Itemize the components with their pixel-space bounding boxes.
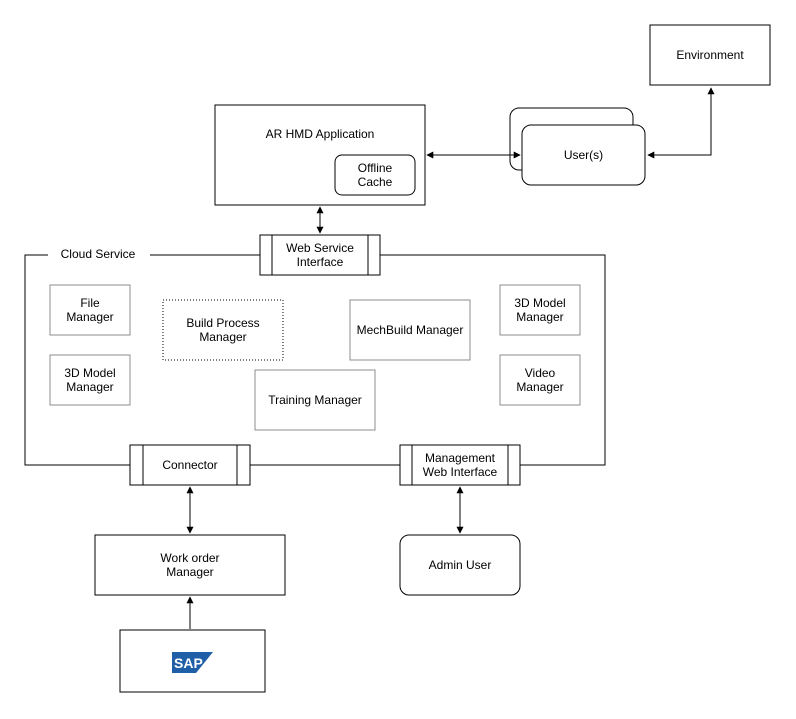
3d-model-manager-left-label: 3D Model Manager: [64, 366, 116, 394]
connector-label: Connector: [162, 458, 218, 472]
video-manager-label: Video Manager: [516, 366, 564, 394]
training-manager-label: Training Manager: [268, 393, 362, 407]
sap-logo-text: SAP: [174, 655, 203, 671]
file-manager-box: [49, 284, 131, 336]
offline-cache-box: [334, 154, 416, 196]
sap-logo: SAP: [172, 652, 213, 673]
web-service-interface-box: [259, 234, 381, 276]
arrow-users-environment: [647, 87, 715, 159]
training-manager-box: [254, 369, 376, 431]
offline-cache-label: Offline Cache: [357, 161, 393, 189]
3d-model-manager-right-box: [499, 284, 581, 336]
cloud-service-boundary-right: [380, 254, 606, 466]
build-process-manager-label: Build Process Manager: [186, 316, 260, 344]
mechbuild-manager-label: MechBuild Manager: [356, 323, 464, 337]
video-manager-box: [499, 354, 581, 406]
cloud-service-boundary-left: [24, 254, 130, 466]
3d-model-manager-left-box: [49, 354, 131, 406]
management-web-interface-box: [399, 444, 521, 486]
ar-hmd-application-label: AR HMD Application: [265, 127, 375, 141]
users-front-box: [521, 124, 646, 186]
file-manager-label: File Manager: [66, 296, 114, 324]
cloud-service-label: Cloud Service: [60, 247, 136, 261]
environment-label: Environment: [676, 48, 744, 62]
environment-box: [649, 24, 771, 86]
mechbuild-manager-box: [349, 299, 471, 361]
users-label: User(s): [563, 148, 604, 162]
work-order-manager-box: [94, 534, 286, 596]
work-order-manager-label: Work order Manager: [160, 551, 220, 579]
admin-user-label: Admin User: [428, 558, 492, 572]
management-web-interface-label: Management Web Interface: [422, 451, 498, 479]
admin-user-box: [399, 534, 521, 596]
build-process-manager-box: [162, 299, 284, 361]
web-service-interface-label: Web Service Interface: [286, 241, 354, 269]
connector-box: [129, 444, 251, 486]
3d-model-manager-right-label: 3D Model Manager: [514, 296, 566, 324]
